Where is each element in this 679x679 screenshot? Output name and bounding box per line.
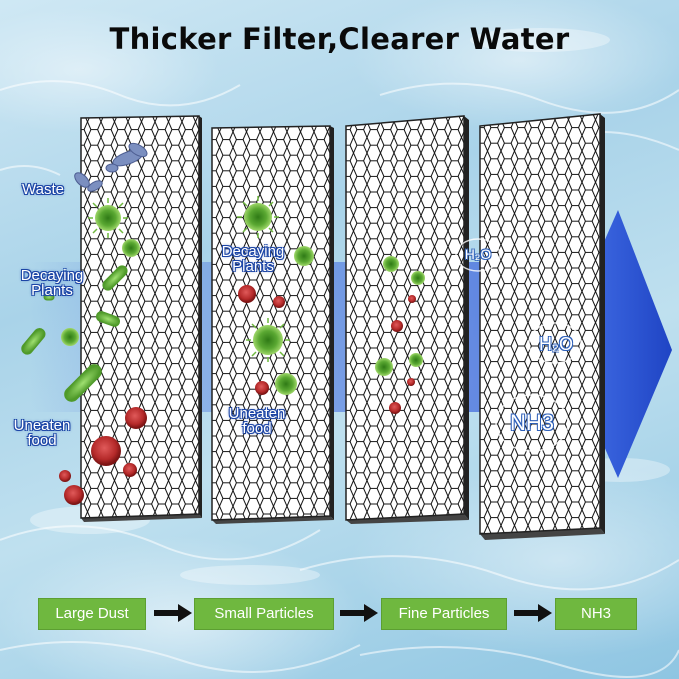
stage-large-dust: Large Dust (38, 598, 146, 630)
stage-fine-particles: Fine Particles (381, 598, 507, 630)
label-decaying-plants: Decaying Plants (20, 267, 84, 299)
label-uneaten-food-2: Uneaten food (228, 405, 286, 437)
label-waste: Waste (22, 181, 64, 198)
molecule-bubble (455, 238, 582, 452)
bacteria-icon (21, 265, 128, 402)
filtration-stages: Large Dust Small Particles Fine Particle… (0, 598, 679, 630)
page-title: Thicker Filter,Clearer Water (109, 22, 570, 56)
bacteria-icon (61, 196, 425, 395)
label-decaying-plants-2: Decaying Plants (221, 243, 285, 275)
filter-panel-3 (340, 114, 470, 524)
stage-nh3: NH3 (555, 598, 637, 630)
arrow-right-icon (340, 604, 378, 622)
stage-small-particles: Small Particles (194, 598, 334, 630)
label-h2o: H₂O (539, 334, 573, 354)
label-uneaten-food: Uneaten food (13, 417, 71, 449)
arrow-right-icon (514, 604, 552, 622)
filter-mesh (211, 125, 334, 524)
filter-panel-4 (474, 112, 606, 540)
arrow-right-icon (154, 604, 192, 622)
particle-icon (59, 285, 416, 505)
filter-mesh (345, 115, 469, 524)
label-h2o-small: H₂O (464, 246, 492, 262)
filter-panel-2 (206, 124, 334, 524)
waste-icon (74, 142, 148, 192)
filter-mesh (479, 113, 605, 540)
arrow-right-icon (596, 210, 672, 478)
label-nh3: NH3 (509, 410, 554, 435)
